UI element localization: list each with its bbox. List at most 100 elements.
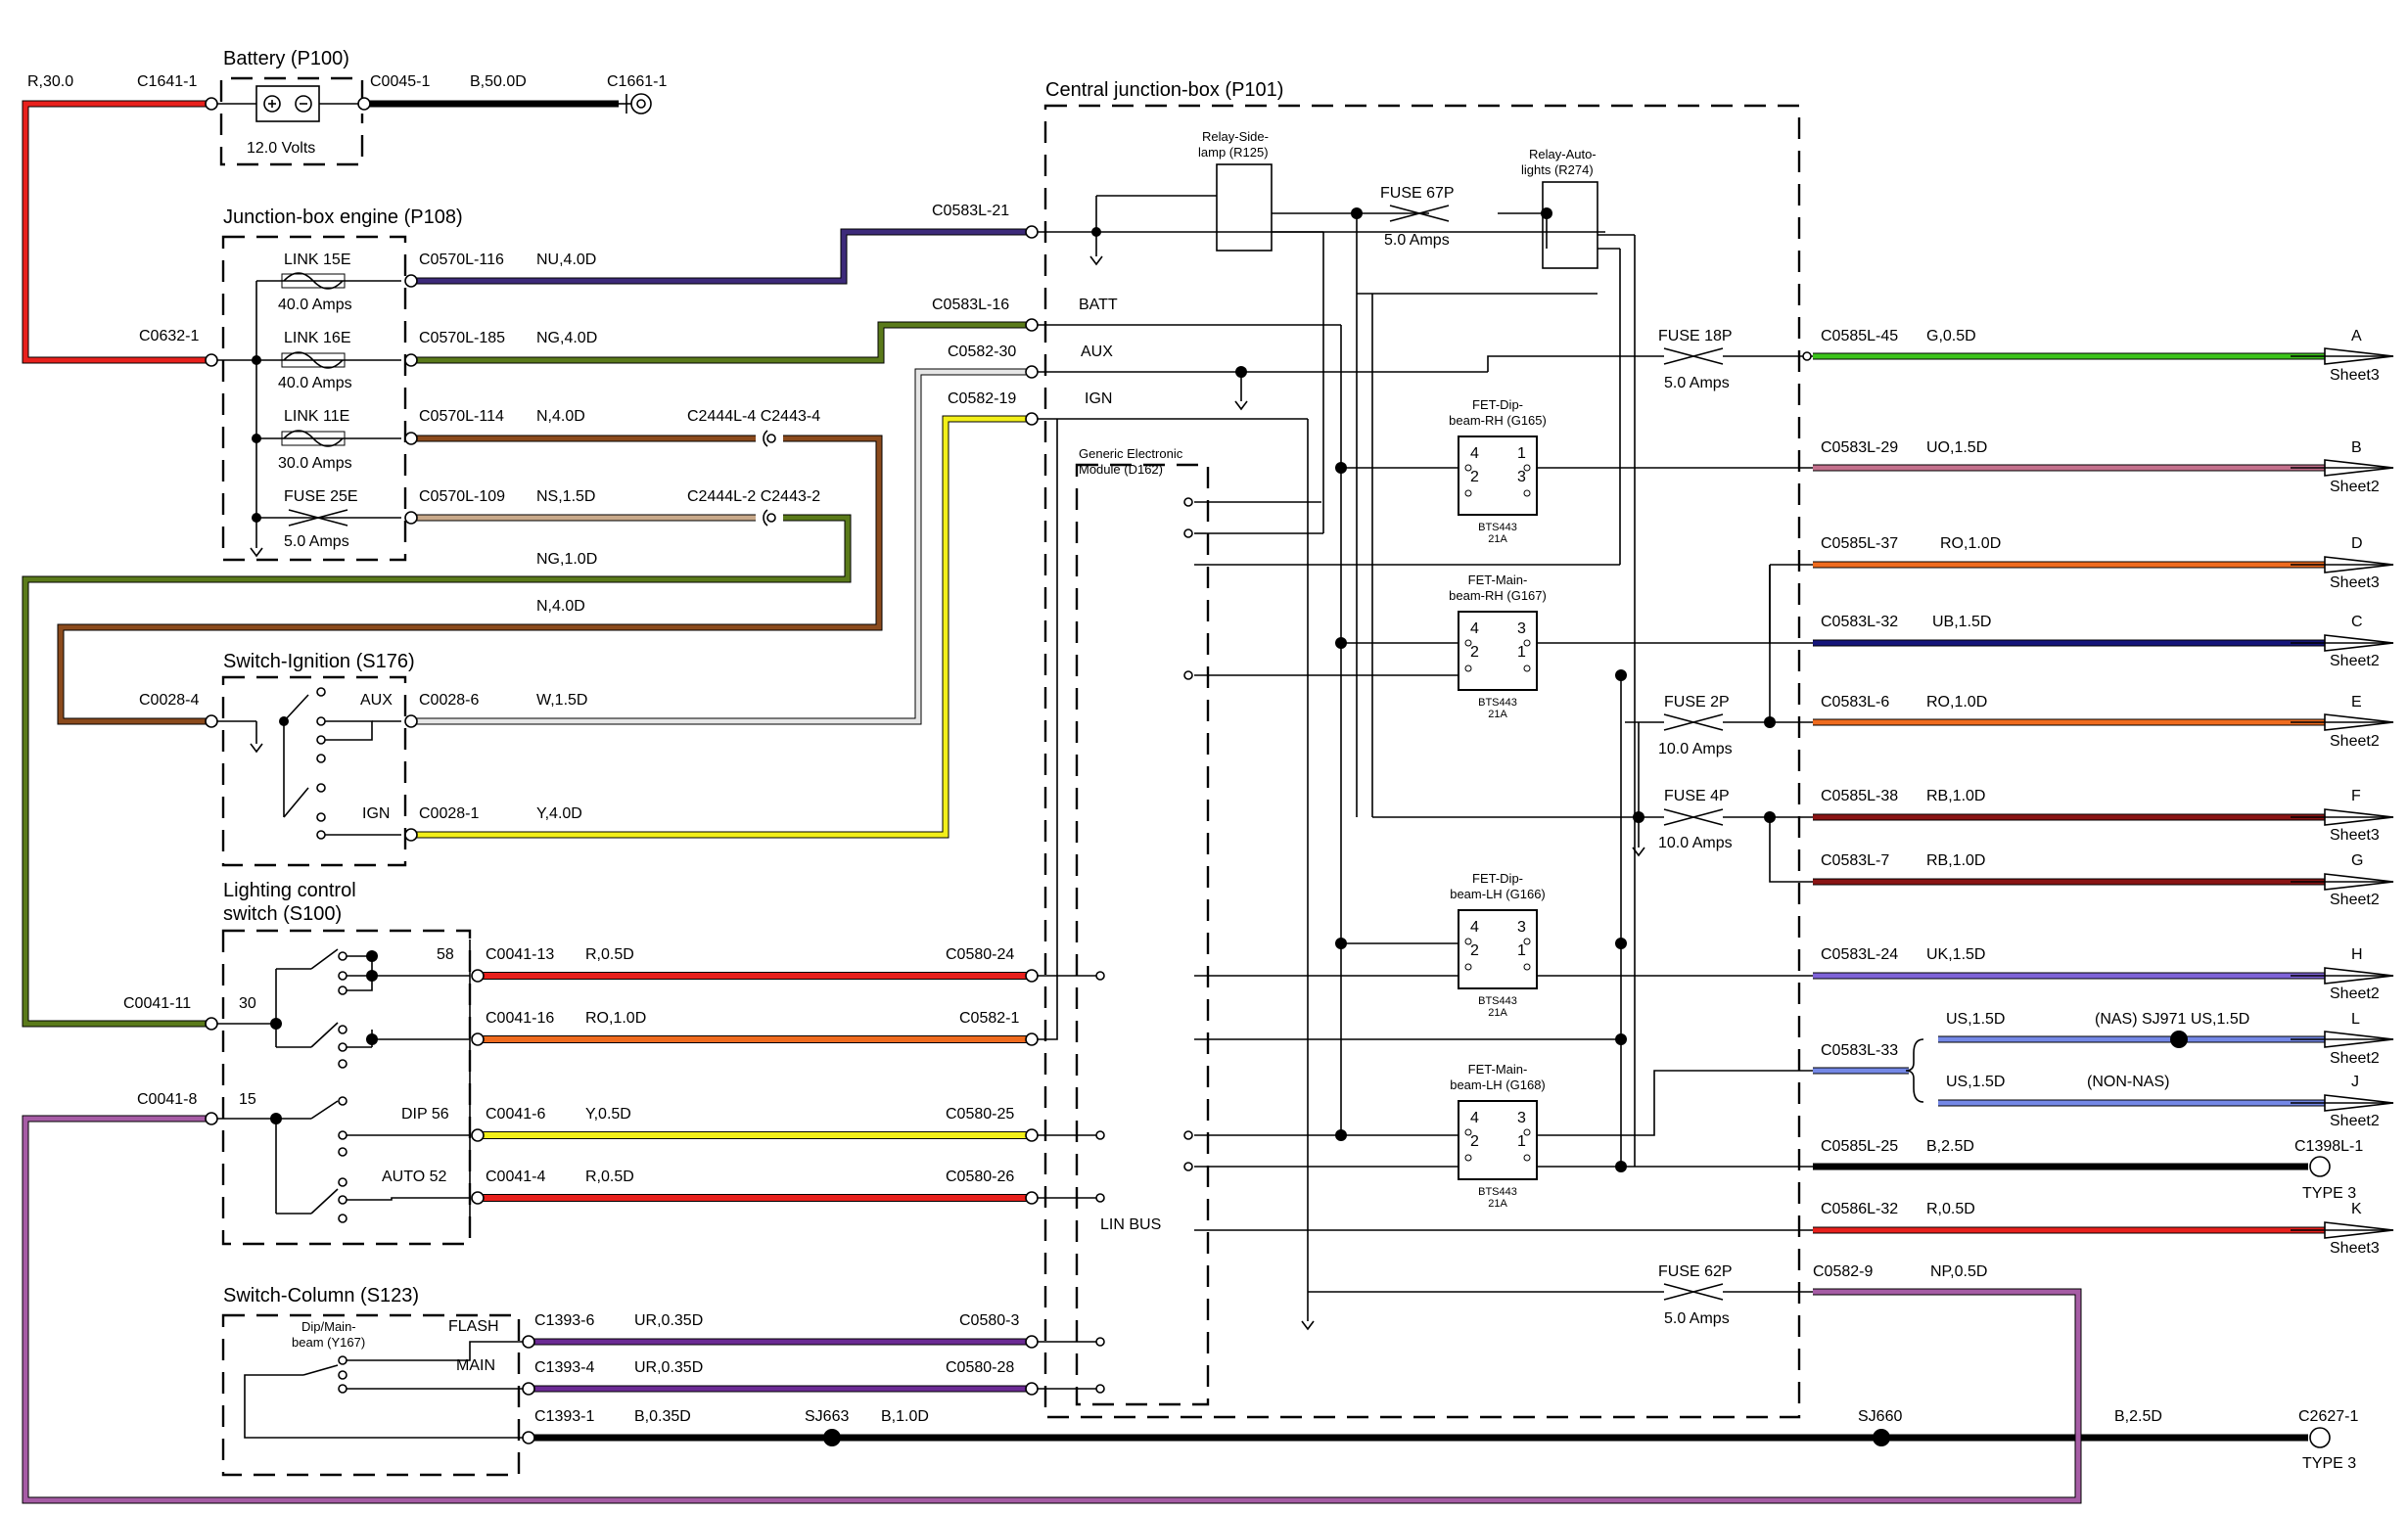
fet-pin: 3	[1517, 919, 1526, 936]
svg-text:AUX: AUX	[360, 692, 393, 709]
svg-text:UK,1.5D: UK,1.5D	[1926, 946, 1985, 963]
svg-text:5.0 Amps: 5.0 Amps	[1384, 232, 1450, 249]
svg-text:C0583L-6: C0583L-6	[1821, 694, 1889, 711]
fet-label-a: FET-Main-	[1468, 1062, 1528, 1077]
svg-text:C0041-16: C0041-16	[486, 1010, 554, 1027]
svg-text:Sheet3: Sheet3	[2330, 367, 2380, 384]
fet-part: BTS443	[1478, 995, 1517, 1007]
svg-text:C0582-1: C0582-1	[959, 1010, 1019, 1027]
svg-text:15: 15	[239, 1091, 256, 1108]
svg-text:C0028-4: C0028-4	[139, 692, 199, 709]
svg-text:C0583L-7: C0583L-7	[1821, 852, 1889, 869]
svg-text:58: 58	[437, 946, 454, 963]
svg-text:LIN BUS: LIN BUS	[1100, 1216, 1161, 1233]
svg-text:Module (D162): Module (D162)	[1079, 462, 1163, 477]
svg-text:K: K	[2351, 1201, 2362, 1217]
lighting-title-1: Lighting control	[223, 880, 356, 901]
svg-text:C2627-1: C2627-1	[2298, 1408, 2358, 1425]
svg-text:AUX: AUX	[1081, 344, 1113, 360]
svg-text:LINK 11E: LINK 11E	[284, 408, 349, 425]
svg-text:LINK 15E: LINK 15E	[284, 252, 350, 268]
fet-pin: 2	[1470, 942, 1479, 959]
svg-text:B,2.5D: B,2.5D	[2114, 1408, 2162, 1425]
svg-text:C0570L-185: C0570L-185	[419, 330, 505, 346]
svg-text:C0041-6: C0041-6	[486, 1106, 545, 1123]
fet-amp: 21A	[1488, 1007, 1507, 1019]
svg-text:C0585L-25: C0585L-25	[1821, 1138, 1898, 1155]
svg-text:(NAS) SJ971 US,1.5D: (NAS) SJ971 US,1.5D	[2095, 1011, 2249, 1028]
svg-text:C0583L-16: C0583L-16	[932, 297, 1009, 313]
svg-text:C1393-1: C1393-1	[534, 1408, 594, 1425]
svg-text:RB,1.0D: RB,1.0D	[1926, 852, 1985, 869]
svg-text:C0041-13: C0041-13	[486, 946, 554, 963]
svg-text:Y,4.0D: Y,4.0D	[536, 805, 582, 822]
svg-text:R,0.5D: R,0.5D	[585, 946, 634, 963]
svg-text:C0570L-109: C0570L-109	[419, 488, 505, 505]
svg-text:C0583L-24: C0583L-24	[1821, 946, 1898, 963]
svg-text:SJ660: SJ660	[1858, 1408, 1902, 1425]
svg-text:C1393-6: C1393-6	[534, 1312, 594, 1329]
battery-c-right: C0045-1	[370, 73, 430, 90]
svg-text:R,0.5D: R,0.5D	[1926, 1201, 1975, 1217]
svg-text:NU,4.0D: NU,4.0D	[536, 252, 596, 268]
svg-text:Sheet2: Sheet2	[2330, 733, 2380, 750]
svg-text:C0041-8: C0041-8	[137, 1091, 197, 1108]
svg-text:L: L	[2351, 1011, 2360, 1028]
svg-text:UO,1.5D: UO,1.5D	[1926, 439, 1987, 456]
svg-text:NG,1.0D: NG,1.0D	[536, 551, 597, 568]
svg-text:Sheet2: Sheet2	[2330, 892, 2380, 908]
svg-text:Generic Electronic: Generic Electronic	[1079, 446, 1183, 461]
fet-label-b: beam-LH (G168)	[1450, 1077, 1546, 1092]
svg-text:W,1.5D: W,1.5D	[536, 692, 587, 709]
svg-text:C0583L-21: C0583L-21	[932, 203, 1009, 219]
svg-text:C0585L-38: C0585L-38	[1821, 788, 1898, 804]
svg-text:C0585L-37: C0585L-37	[1821, 535, 1898, 552]
svg-text:C0585L-45: C0585L-45	[1821, 328, 1898, 344]
svg-text:C0580-3: C0580-3	[959, 1312, 1019, 1329]
svg-text:C0570L-114: C0570L-114	[419, 408, 504, 425]
svg-text:FLASH: FLASH	[448, 1318, 499, 1335]
svg-text:beam (Y167): beam (Y167)	[292, 1335, 365, 1350]
svg-text:FUSE 18P: FUSE 18P	[1658, 328, 1733, 344]
battery-c-left: C1641-1	[137, 73, 197, 90]
fet-pin: 3	[1517, 469, 1526, 485]
svg-text:US,1.5D: US,1.5D	[1946, 1011, 2005, 1028]
svg-text:Sheet2: Sheet2	[2330, 653, 2380, 669]
fet-amp: 21A	[1488, 1198, 1507, 1210]
svg-text:Sheet2: Sheet2	[2330, 1050, 2380, 1067]
wire-ng1	[23, 515, 851, 1027]
svg-text:C0582-30: C0582-30	[948, 344, 1016, 360]
fet-label-b: beam-RH (G167)	[1449, 588, 1547, 603]
svg-text:NS,1.5D: NS,1.5D	[536, 488, 595, 505]
fet-pin: 1	[1517, 942, 1526, 959]
fet-amp: 21A	[1488, 533, 1507, 545]
battery-wire-out: B,50.0D	[470, 73, 527, 90]
svg-text:N,4.0D: N,4.0D	[536, 408, 585, 425]
svg-text:C0580-24: C0580-24	[946, 946, 1014, 963]
svg-text:UR,0.35D: UR,0.35D	[634, 1312, 703, 1329]
svg-text:AUTO 52: AUTO 52	[382, 1169, 447, 1185]
fet-pin: 3	[1517, 1110, 1526, 1126]
wire-n	[58, 436, 882, 724]
svg-text:5.0 Amps: 5.0 Amps	[284, 533, 349, 550]
svg-text:C0583L-33: C0583L-33	[1821, 1042, 1898, 1059]
svg-text:C0041-4: C0041-4	[486, 1169, 545, 1185]
sheet-arrows	[2291, 347, 2394, 1239]
svg-text:C0586L-32: C0586L-32	[1821, 1201, 1898, 1217]
svg-text:BATT: BATT	[1079, 297, 1118, 313]
svg-text:A: A	[2351, 328, 2362, 344]
labels: Battery (P100) 12.0 Volts C1641-1 C0045-…	[27, 48, 2380, 1472]
svg-text:10.0 Amps: 10.0 Amps	[1658, 741, 1733, 757]
svg-text:RO,1.0D: RO,1.0D	[1940, 535, 2001, 552]
svg-text:FUSE 4P: FUSE 4P	[1664, 788, 1730, 804]
svg-text:IGN: IGN	[362, 805, 390, 822]
fet-pin: 4	[1470, 620, 1479, 637]
svg-text:SJ663: SJ663	[805, 1408, 849, 1425]
svg-text:Sheet3: Sheet3	[2330, 827, 2380, 844]
svg-text:G,0.5D: G,0.5D	[1926, 328, 1976, 344]
svg-text:N,4.0D: N,4.0D	[536, 598, 585, 615]
svg-text:J: J	[2351, 1074, 2359, 1090]
svg-text:C0580-26: C0580-26	[946, 1169, 1014, 1185]
